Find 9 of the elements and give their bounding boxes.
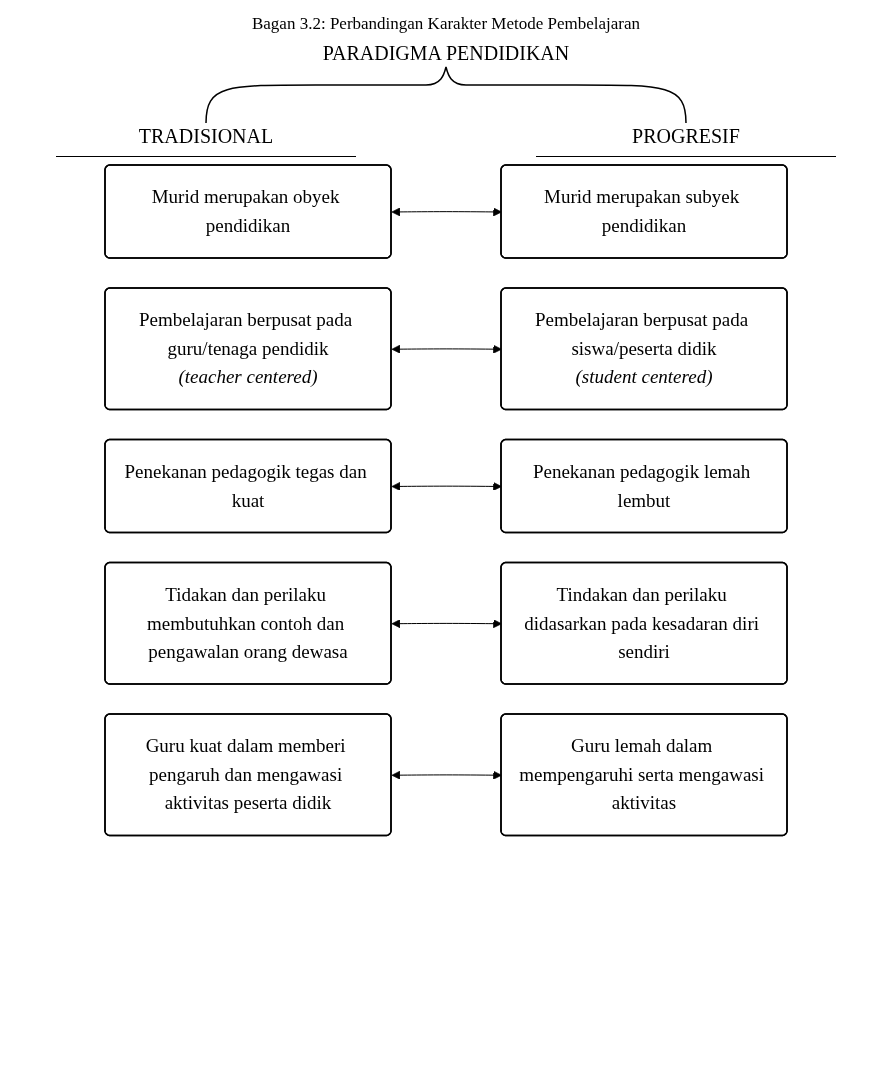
column-heading: TRADISIONAL bbox=[56, 125, 356, 157]
diagram-title: Bagan 3.2: Perbandingan Karakter Metode Pembelajaran bbox=[251, 14, 641, 34]
arrow bbox=[391, 619, 502, 629]
arrow bbox=[391, 482, 502, 491]
column-heading: PROGRESIF bbox=[536, 125, 836, 157]
arrow bbox=[391, 344, 502, 354]
heading: PARADIGMA PENDIDIKAN bbox=[321, 42, 571, 65]
arrow bbox=[391, 207, 502, 217]
arrow bbox=[391, 770, 502, 780]
